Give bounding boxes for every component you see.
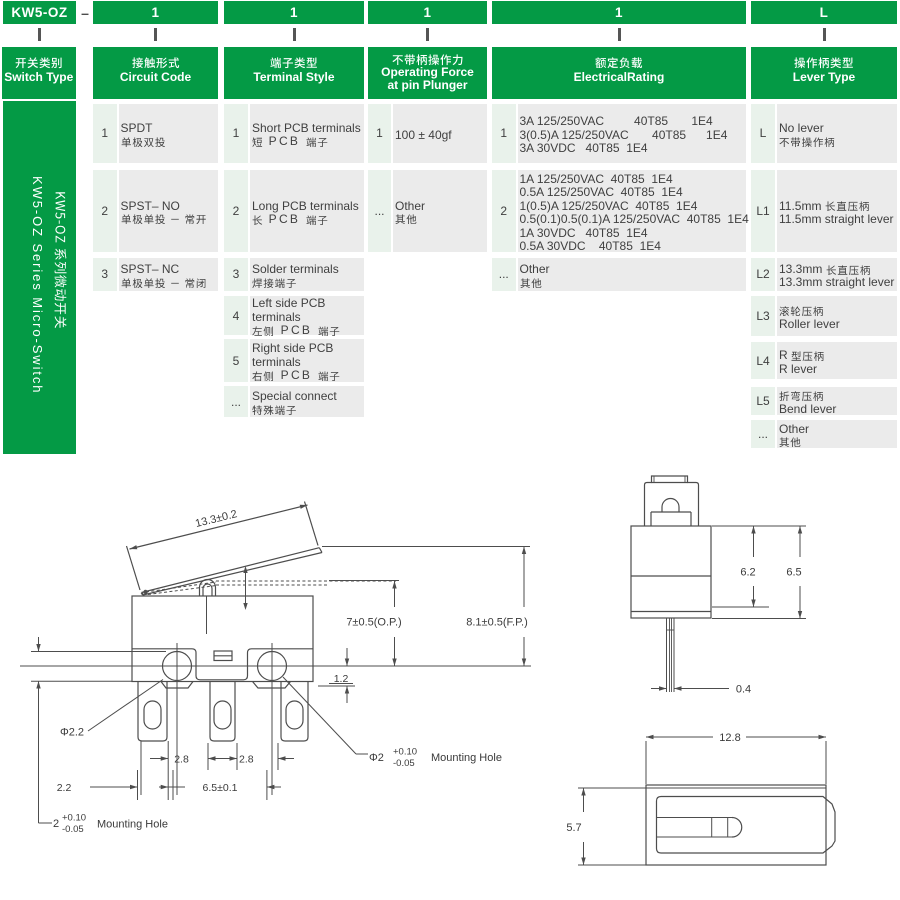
svg-text:+0.10: +0.10 [62,813,86,824]
svg-text:2: 2 [53,818,59,830]
svg-text:7±0.5(O.P.): 7±0.5(O.P.) [346,617,401,629]
svg-text:Φ2: Φ2 [369,752,384,764]
svg-text:2.2: 2.2 [57,782,72,794]
svg-text:6.5: 6.5 [786,567,801,579]
svg-text:-0.05: -0.05 [393,758,415,769]
svg-text:1.2: 1.2 [334,673,349,685]
svg-text:8.1±0.5(F.P.): 8.1±0.5(F.P.) [466,617,527,629]
svg-text:6.5±0.1: 6.5±0.1 [203,782,238,794]
svg-text:-0.05: -0.05 [62,824,84,835]
svg-text:5.7: 5.7 [566,822,581,834]
svg-text:Mounting Hole: Mounting Hole [97,819,168,831]
svg-text:2.8: 2.8 [239,754,254,766]
svg-text:12.8: 12.8 [719,732,740,744]
svg-text:Mounting Hole: Mounting Hole [431,752,502,764]
svg-text:2.8: 2.8 [174,754,189,766]
svg-text:Φ2.2: Φ2.2 [60,727,84,739]
svg-text:0.4: 0.4 [736,684,751,696]
svg-text:6.2: 6.2 [740,567,755,579]
svg-text:+0.10: +0.10 [393,747,417,758]
svg-text:13.3±0.2: 13.3±0.2 [194,508,238,530]
